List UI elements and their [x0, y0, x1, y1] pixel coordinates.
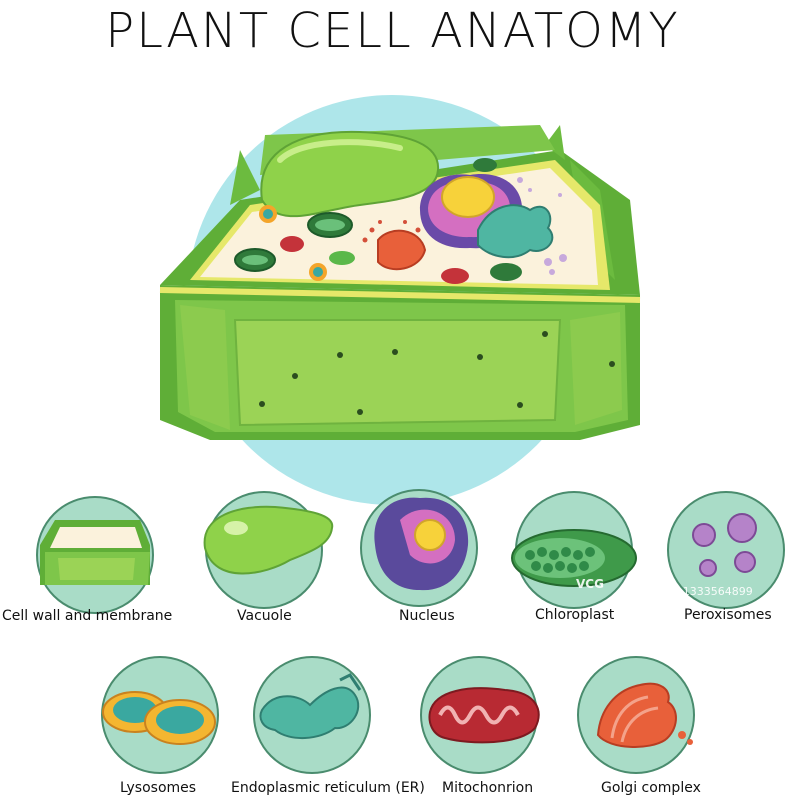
main-mitochondrion-2: [441, 268, 469, 284]
label-golgi: Golgi complex: [601, 780, 701, 796]
label-vacuole: Vacuole: [237, 608, 292, 624]
watermark-brand: VCG: [576, 577, 604, 591]
main-chloroplast-3: [490, 263, 522, 281]
icon-mitochondrion: [420, 656, 540, 774]
label-peroxisomes: Peroxisomes: [684, 607, 772, 623]
watermark-id: VCG211333564899: [645, 585, 753, 598]
label-er: Endoplasmic reticulum (ER): [231, 780, 425, 796]
icon-golgi: [577, 656, 695, 774]
main-plant-cell: [159, 125, 641, 440]
cell-wall-front: [233, 319, 562, 427]
main-vacuole: [260, 130, 440, 218]
label-cell-wall: Cell wall and membrane: [2, 608, 173, 624]
icon-er: [253, 656, 371, 774]
page-title: PLANT CELL ANATOMY: [105, 3, 680, 59]
icon-chloroplast: [511, 491, 637, 609]
main-mitochondrion-1: [280, 236, 304, 252]
label-mitochondrion: Mitochonrion: [442, 780, 534, 796]
icon-lysosomes: [101, 656, 219, 774]
label-nucleus: Nucleus: [399, 608, 455, 624]
icon-vacuole: [203, 491, 334, 609]
icon-nucleus: [360, 489, 478, 607]
label-chloroplast: Chloroplast: [535, 607, 615, 623]
icon-cell-wall: [36, 496, 154, 614]
label-lysosomes: Lysosomes: [120, 780, 197, 796]
main-er: [477, 204, 554, 259]
main-golgi: [377, 229, 427, 271]
icon-peroxisomes: [667, 491, 785, 609]
